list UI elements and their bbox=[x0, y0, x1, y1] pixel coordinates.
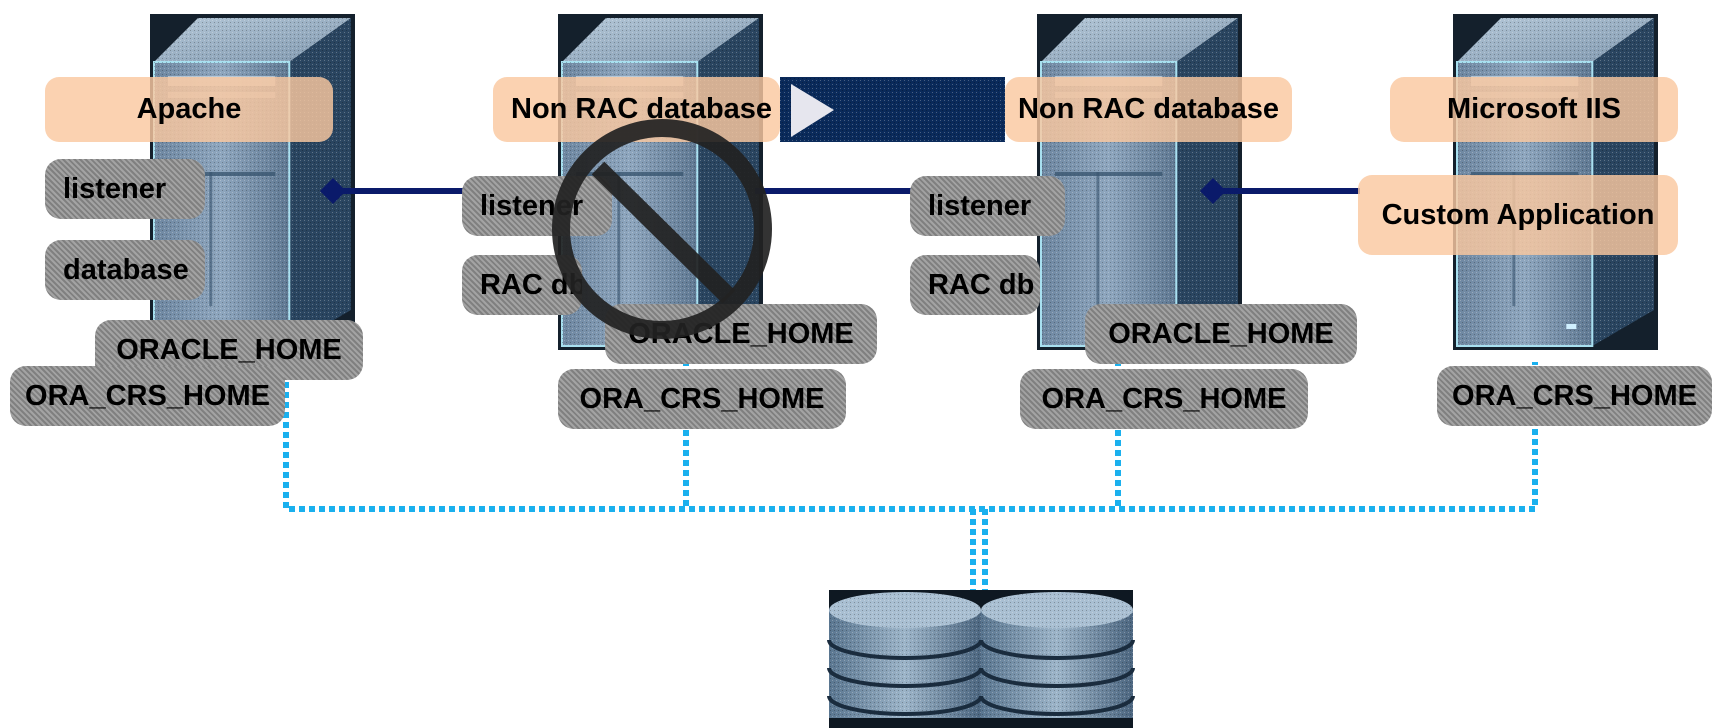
server-1-crs-home-label: ORA_CRS_HOME bbox=[10, 366, 285, 426]
disk-storage-icon bbox=[827, 590, 1135, 728]
shared-storage-network bbox=[283, 350, 1538, 596]
server-4-crs-home-label: ORA_CRS_HOME bbox=[1437, 366, 1712, 426]
server-2-listener-label: listener bbox=[462, 176, 612, 236]
connector-diamonds bbox=[320, 178, 1226, 204]
server-4-custom-app-label: Custom Application bbox=[1358, 175, 1678, 255]
server-3-rac-db-label: RAC db bbox=[910, 255, 1040, 315]
server-3-app-label: Non RAC database bbox=[1005, 77, 1292, 142]
failover-arrow-icon bbox=[780, 77, 1005, 142]
server-4-app-label: Microsoft IIS bbox=[1390, 77, 1678, 142]
server-2-app-label: Non RAC database bbox=[493, 77, 780, 142]
server-3-crs-home-label: ORA_CRS_HOME bbox=[1020, 369, 1308, 429]
server-2-rac-db-label: RAC db bbox=[462, 255, 582, 315]
server-2-oracle-home-label: ORACLE_HOME bbox=[605, 304, 877, 364]
server-3-oracle-home-label: ORACLE_HOME bbox=[1085, 304, 1357, 364]
server-1-database-label: database bbox=[45, 240, 205, 300]
server-3-listener-label: listener bbox=[910, 176, 1065, 236]
server-1-app-label: Apache bbox=[45, 77, 333, 142]
server-1-listener-label: listener bbox=[45, 159, 205, 219]
server-2-crs-home-label: ORA_CRS_HOME bbox=[558, 369, 846, 429]
